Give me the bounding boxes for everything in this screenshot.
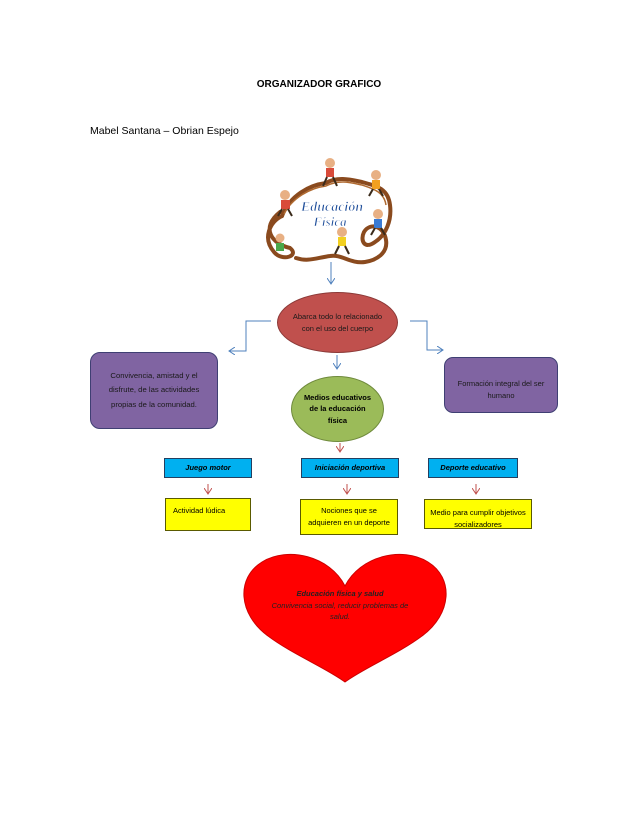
kid-figure-2	[368, 170, 384, 197]
kid-figure-3	[277, 190, 293, 217]
node-formacion-integral-text: Formación integral del ser humano	[457, 379, 545, 400]
kid-figure-5	[334, 227, 350, 255]
node-nociones-text: Nociones que se adquieren en un deporte	[308, 506, 390, 527]
node-convivencia-text: Convivencia, amistad y el disfrute, de l…	[108, 370, 200, 409]
heart-line1: Educación física y salud	[296, 589, 384, 598]
node-deporte-educativo: Deporte educativo	[428, 458, 518, 478]
illustration-track	[266, 177, 393, 265]
node-abarca: Abarca todo lo relacionado con el uso de…	[277, 292, 398, 353]
heart-text: Educación física y salud Convivencia soc…	[270, 588, 410, 623]
connector-left-bracket	[229, 320, 271, 351]
node-formacion-integral: Formación integral del ser humano	[444, 357, 558, 413]
node-deporte-educativo-text: Deporte educativo	[440, 463, 506, 473]
logo-text-line1: Educación	[300, 200, 363, 215]
node-medio-para-cumplir-text: Medio para cumplir objetivos socializado…	[430, 508, 526, 529]
node-medios-text: Medios educativos de la educación física	[303, 392, 372, 425]
connector-right-bracket	[410, 320, 443, 350]
node-medios: Medios educativos de la educación física	[291, 376, 384, 442]
node-actividad-ludica-text: Actividad lúdica	[173, 506, 226, 515]
educacion-fisica-illustration: Educación Física	[266, 158, 393, 265]
authors-line: Mabel Santana – Obrian Espejo	[90, 125, 239, 137]
node-iniciacion-deportiva-text: Iniciación deportiva	[314, 463, 386, 473]
node-actividad-ludica: Actividad lúdica	[165, 498, 251, 531]
heart-shape	[243, 554, 447, 683]
kid-figure-6	[275, 233, 285, 251]
node-abarca-text: Abarca todo lo relacionado con el uso de…	[292, 311, 383, 333]
kid-figure-4	[370, 209, 386, 236]
logo-text-line2: Física	[312, 214, 347, 229]
node-iniciacion-deportiva: Iniciación deportiva	[301, 458, 399, 478]
node-medio-para-cumplir: Medio para cumplir objetivos socializado…	[424, 499, 532, 529]
page-title: ORGANIZADOR GRAFICO	[256, 79, 382, 90]
heart-line2: Convivencia social, reducir problemas de…	[271, 600, 409, 622]
node-juego-motor-text: Juego motor	[185, 463, 231, 473]
kid-figure-1	[322, 158, 338, 187]
node-nociones: Nociones que se adquieren en un deporte	[300, 499, 398, 535]
node-juego-motor: Juego motor	[164, 458, 252, 478]
node-convivencia: Convivencia, amistad y el disfrute, de l…	[90, 352, 218, 429]
